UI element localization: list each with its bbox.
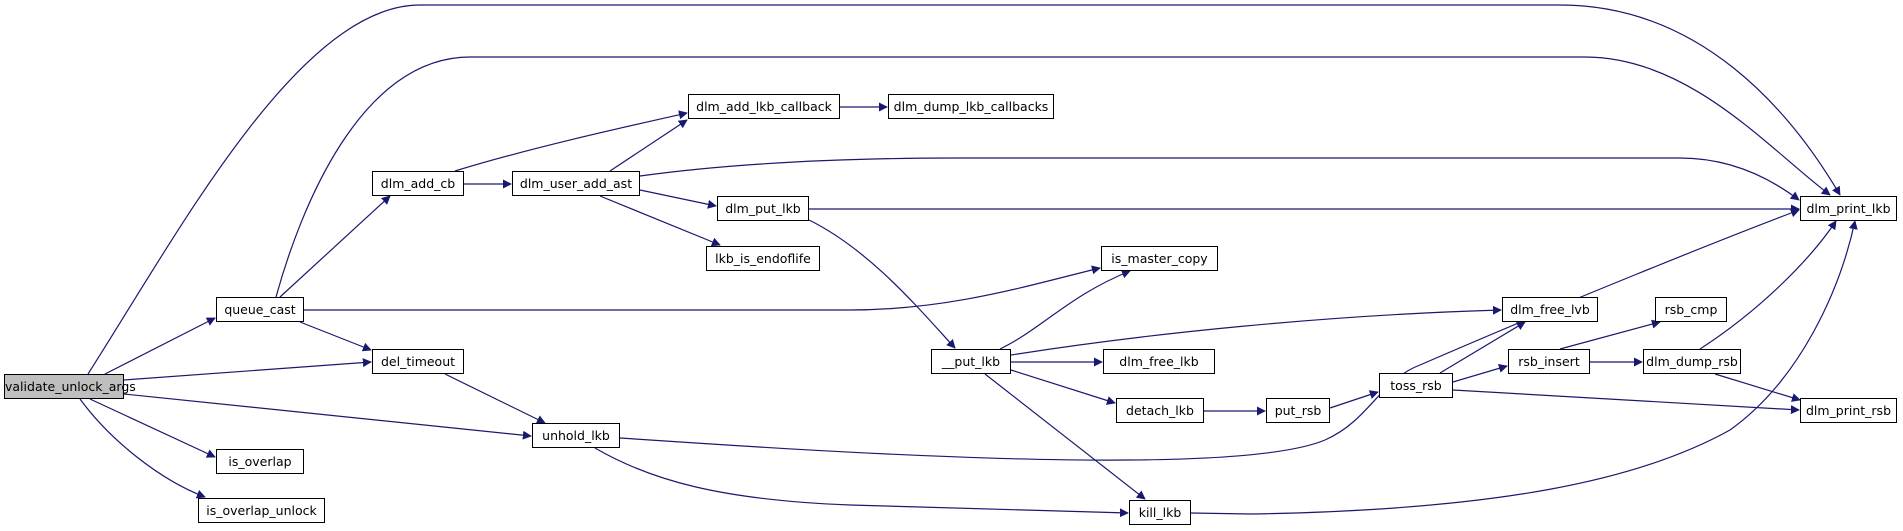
- edge---put-lkb-to-detach-lkb: [1010, 369, 1116, 405]
- node-validate-unlock-args[interactable]: validate_unlock_args: [4, 374, 136, 399]
- node-put-lkb[interactable]: __put_lkb: [931, 349, 1011, 374]
- edge-unhold-lkb-to-dlm-print-lkb: [619, 208, 1800, 461]
- edge-dlm-dump-rsb-to-dlm-print-lkb: [1699, 220, 1837, 350]
- node-dlm-print-rsb[interactable]: dlm_print_rsb: [1800, 398, 1897, 423]
- edge-kill-lkb-to-dlm-print-lkb: [1190, 220, 1858, 515]
- node-dlm-print-lkb[interactable]: dlm_print_lkb: [1800, 196, 1897, 221]
- edge-dlm-put-lkb-to---put-lkb: [808, 219, 956, 349]
- edge-validate-unlock-args-to-del-timeout: [123, 358, 372, 381]
- edge-validate-unlock-args-to-is-overlap: [89, 398, 216, 458]
- edge-toss-rsb-to-dlm-free-lvb: [1439, 321, 1526, 374]
- node-queue-cast[interactable]: queue_cast: [216, 297, 304, 322]
- edge-put-rsb-to-toss-rsb: [1329, 390, 1379, 409]
- edge---put-lkb-to-dlm-free-lvb: [1010, 305, 1502, 356]
- node-rsb-insert[interactable]: rsb_insert: [1508, 349, 1590, 374]
- edge-dlm-user-add-ast-to-dlm-put-lkb: [639, 189, 717, 209]
- edge-validate-unlock-args-to-queue-cast: [104, 317, 216, 375]
- node-dlm-dump-rsb[interactable]: dlm_dump_rsb: [1643, 349, 1741, 374]
- node-unhold-lkb[interactable]: unhold_lkb: [532, 423, 620, 448]
- node-del-timeout[interactable]: del_timeout: [372, 349, 464, 374]
- edge---put-lkb-to-is-master-copy: [999, 269, 1131, 350]
- node-dlm-free-lvb[interactable]: dlm_free_lvb: [1502, 297, 1598, 322]
- edge-queue-cast-to-is-master-copy: [304, 265, 1101, 311]
- edge-del-timeout-to-unhold-lkb: [444, 373, 546, 424]
- edge-dlm-dump-rsb-to-dlm-print-rsb: [1714, 373, 1801, 402]
- edge-toss-rsb-to-dlm-print-rsb: [1452, 389, 1800, 415]
- node-is-master-copy[interactable]: is_master_copy: [1101, 246, 1218, 271]
- node-dlm-free-lkb[interactable]: dlm_free_lkb: [1103, 349, 1215, 374]
- edge-rsb-insert-to-rsb-cmp: [1559, 319, 1661, 350]
- edge-validate-unlock-args-to-unhold-lkb: [123, 393, 532, 440]
- node-detach-lkb[interactable]: detach_lkb: [1116, 398, 1204, 423]
- edge-unhold-lkb-to-kill-lkb: [594, 447, 1129, 518]
- edge-dlm-add-cb-to-dlm-add-lkb-callback: [454, 110, 688, 172]
- edge-dlm-user-add-ast-to-dlm-add-lkb-callback: [609, 119, 688, 172]
- edge-queue-cast-to-dlm-print-lkb: [275, 56, 1831, 298]
- edge---put-lkb-to-kill-lkb: [984, 373, 1146, 500]
- node-lkb-is-endoflife[interactable]: lkb_is_endoflife: [706, 246, 820, 271]
- node-dlm-put-lkb[interactable]: dlm_put_lkb: [717, 196, 809, 221]
- edge-validate-unlock-args-to-is-overlap-unlock: [79, 398, 206, 499]
- edge-queue-cast-to-del-timeout: [299, 321, 372, 352]
- node-put-rsb[interactable]: put_rsb: [1266, 398, 1330, 423]
- node-is-overlap[interactable]: is_overlap: [216, 449, 304, 474]
- node-rsb-cmp[interactable]: rsb_cmp: [1655, 297, 1727, 322]
- edge-dlm-user-add-ast-to-dlm-print-lkb: [639, 157, 1800, 201]
- node-dlm-user-add-ast[interactable]: dlm_user_add_ast: [512, 171, 640, 196]
- node-dlm-add-cb[interactable]: dlm_add_cb: [372, 171, 464, 196]
- edge-dlm-user-add-ast-to-lkb-is-endoflife: [599, 195, 721, 247]
- node-kill-lkb[interactable]: kill_lkb: [1129, 500, 1191, 525]
- node-dlm-add-lkb-callback[interactable]: dlm_add_lkb_callback: [688, 94, 840, 119]
- node-dlm-dump-lkb-callbacks[interactable]: dlm_dump_lkb_callbacks: [888, 94, 1054, 119]
- node-is-overlap-unlock[interactable]: is_overlap_unlock: [198, 498, 325, 523]
- edge-toss-rsb-to-rsb-insert: [1452, 363, 1508, 383]
- node-toss-rsb[interactable]: toss_rsb: [1379, 373, 1453, 398]
- edge-validate-unlock-args-to-dlm-print-lkb: [87, 4, 1841, 375]
- edge-queue-cast-to-dlm-add-cb: [279, 195, 391, 298]
